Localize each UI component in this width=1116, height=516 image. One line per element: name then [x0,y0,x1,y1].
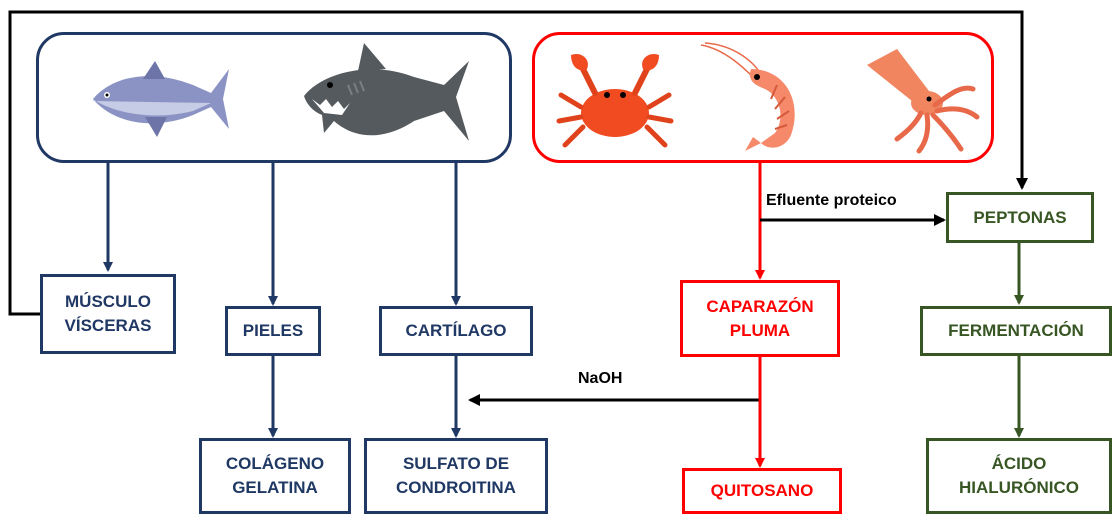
node-acido-line2: HIALURÓNICO [959,478,1079,497]
shark-icon [304,43,469,141]
node-caparazon-line1: CAPARAZÓN [706,296,814,316]
node-quitosano-label: QUITOSANO [710,481,814,500]
squid-icon [867,49,980,154]
node-acido-hialuronico: ÁCIDO HIALURÓNICO [926,438,1112,514]
node-musculo-visceras: MÚSCULO VÍSCERAS [40,274,176,354]
fish-group [36,32,512,163]
node-fermentacion-label: FERMENTACIÓN [948,321,1084,340]
node-cartilago: CARTÍLAGO [379,306,533,356]
node-cartilago-label: CARTÍLAGO [405,321,507,340]
node-caparazon-pluma: CAPARAZÓN PLUMA [680,280,840,357]
tuna-fish-icon [93,61,229,137]
node-peptonas: PEPTONAS [946,192,1094,243]
node-musculo-line1: MÚSCULO [65,292,151,311]
node-caparazon-line2: PLUMA [729,320,791,340]
node-sulfato-line1: SULFATO DE [402,454,510,473]
node-pieles: PIELES [225,306,321,356]
node-sulfato-condroitina: SULFATO DE CONDROITINA [364,438,548,514]
node-colageno-gelatina: COLÁGENO GELATINA [199,438,351,514]
node-acido-line1: ÁCIDO [991,454,1047,473]
node-sulfato-line2: CONDROITINA [396,478,516,497]
label-naoh: NaOH [578,370,623,387]
node-pieles-label: PIELES [242,321,304,340]
node-colageno-line2: GELATINA [232,478,318,497]
label-efluente-proteico: Efluente proteico [766,192,897,209]
node-musculo-line2: VÍSCERAS [64,316,152,335]
node-colageno-line1: COLÁGENO [225,454,325,473]
crab-icon [556,53,674,148]
node-quitosano: QUITOSANO [682,468,842,514]
crustacean-group [532,32,994,163]
feedback-arrow [8,10,1028,316]
node-peptonas-label: PEPTONAS [973,207,1067,227]
shrimp-icon [700,42,795,151]
node-fermentacion: FERMENTACIÓN [920,306,1112,356]
